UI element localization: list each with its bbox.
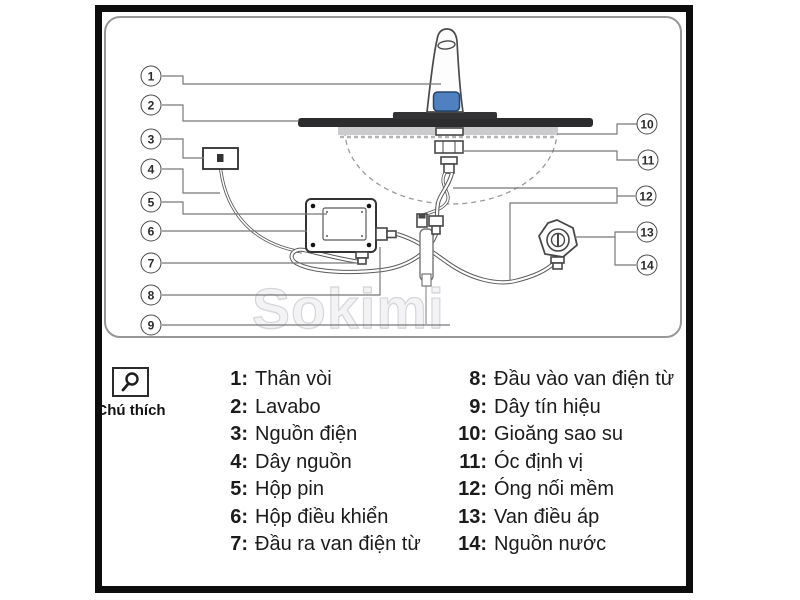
legend-item: 1:Thân vòi <box>230 368 332 391</box>
callout-6: 6 <box>140 220 162 242</box>
callout-1: 1 <box>140 65 162 87</box>
legend-item: 13:Van điều áp <box>458 505 600 528</box>
legend-column-right: 8:Đầu vào van điện từ 9:Dây tín hiệu 10:… <box>450 366 674 559</box>
callout-5: 5 <box>140 191 162 213</box>
callout-11: 11 <box>637 149 659 171</box>
legend-item: 7:Đầu ra van điện từ <box>230 533 421 556</box>
legend-key-box <box>112 367 149 397</box>
callout-4: 4 <box>140 158 162 180</box>
callout-7: 7 <box>140 252 162 274</box>
callout-10: 10 <box>636 113 658 135</box>
callout-8: 8 <box>140 284 162 306</box>
callout-2: 2 <box>140 94 162 116</box>
legend-item: 2:Lavabo <box>230 395 321 418</box>
brand-watermark: Sokimi <box>251 276 445 341</box>
callout-9: 9 <box>140 314 162 336</box>
legend-column-left: 1:Thân vòi 2:Lavabo 3:Nguồn điện 4:Dây n… <box>220 366 421 559</box>
legend-item: 10:Gioăng sao su <box>458 423 623 446</box>
legend-item: 11:Óc định vị <box>459 450 583 473</box>
callout-14: 14 <box>636 254 658 276</box>
legend-item: 9:Dây tín hiệu <box>469 395 601 418</box>
legend-key-label: Chú thích <box>96 402 166 419</box>
callout-12: 12 <box>635 185 657 207</box>
legend-item: 5:Hộp pin <box>230 478 324 501</box>
callout-3: 3 <box>140 128 162 150</box>
legend-item: 8:Đầu vào van điện từ <box>469 368 675 391</box>
legend-item: 12:Óng nối mềm <box>458 478 615 501</box>
legend-item: 4:Dây nguồn <box>230 450 352 473</box>
magnifier-icon <box>121 372 139 392</box>
legend-item: 3:Nguồn điện <box>230 423 358 446</box>
legend-item: 14:Nguồn nước <box>458 533 607 556</box>
legend-item: 6:Hộp điều khiển <box>230 505 389 528</box>
callout-13: 13 <box>636 221 658 243</box>
